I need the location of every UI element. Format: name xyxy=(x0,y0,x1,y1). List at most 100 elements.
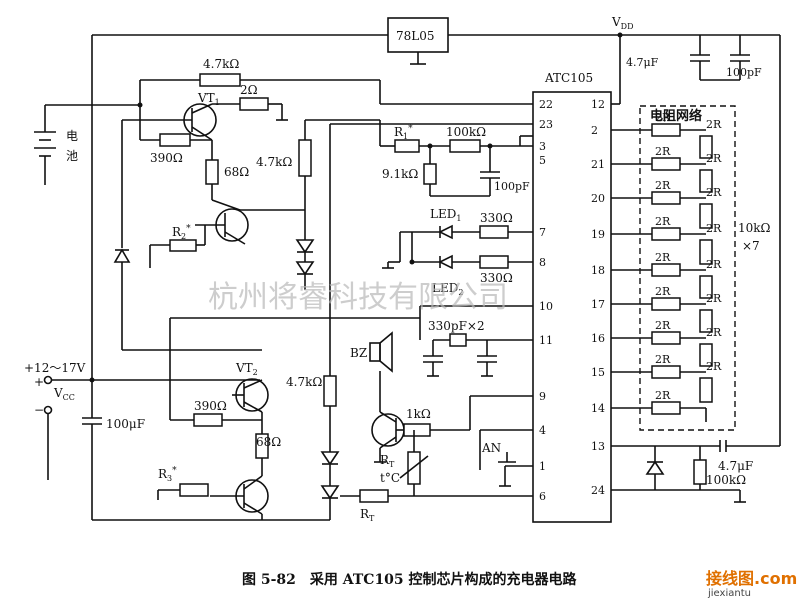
r-9-1k: 9.1kΩ xyxy=(382,167,418,181)
ladder-resistor xyxy=(699,169,713,193)
site-url: jiexiantu xyxy=(707,588,751,599)
vt1-label: VT1 xyxy=(197,91,220,107)
chip-pin-right: 13 xyxy=(591,440,605,453)
chip-pin-left: 8 xyxy=(539,256,546,269)
ladder-label: 2R xyxy=(706,186,722,199)
r1-label: R1* xyxy=(394,124,413,141)
r3-label: R3* xyxy=(158,466,177,483)
r-100k: 100kΩ xyxy=(446,125,486,139)
ladder-label: 2R xyxy=(655,389,671,402)
r-330-a: 330Ω xyxy=(480,211,513,225)
cap-330pf: 330pF×2 xyxy=(428,319,485,333)
ladder-label: 2R xyxy=(706,152,722,165)
chip-pin-right: 20 xyxy=(591,192,605,205)
ladder-label: 2R xyxy=(655,319,671,332)
ladder-resistor xyxy=(699,203,713,229)
chip-pin-left: 3 xyxy=(539,140,546,153)
site-logo: 接线图.com xyxy=(706,569,797,588)
r-100k-bot: 100kΩ xyxy=(706,473,746,487)
chip-pin-right: 19 xyxy=(591,228,605,241)
ladder-resistor xyxy=(699,239,713,265)
battery-label-1: 电 xyxy=(66,129,78,143)
battery-label-2: 池 xyxy=(66,149,78,163)
diode-icon xyxy=(645,460,665,475)
bz-label: BZ xyxy=(350,346,367,360)
cap-100uf: 100μF xyxy=(106,417,145,431)
chip-pin-left: 22 xyxy=(539,98,553,111)
figure-caption: 图 5-82 采用 ATC105 控制芯片构成的充电器电路 xyxy=(242,571,578,588)
cap-4-7uf-bot: 4.7μF xyxy=(718,459,753,473)
r-2ohm: 2Ω xyxy=(240,83,258,97)
chip-pin-left: 6 xyxy=(539,490,546,503)
ladder-resistor xyxy=(651,227,681,241)
ladder-label: 2R xyxy=(706,292,722,305)
vt2-label: VT2 xyxy=(235,361,258,377)
watermark: 杭州将睿科技有限公司 xyxy=(208,280,508,315)
ladder-label: 2R xyxy=(655,215,671,228)
chip-pin-left: 1 xyxy=(539,460,546,473)
ladder-label: 2R xyxy=(706,258,722,271)
atc105-chip xyxy=(532,91,612,523)
cap-100pf-top: 100pF xyxy=(726,66,762,79)
buzzer-icon xyxy=(369,342,381,362)
cap-100pf-a: 100pF xyxy=(494,180,530,193)
cap-4-7uf-top: 4.7μF xyxy=(626,56,659,69)
chip-pin-right: 2 xyxy=(591,124,598,137)
vcc-label: VCC xyxy=(53,386,75,402)
chip-pin-right: 24 xyxy=(591,484,605,497)
ladder-label: 2R xyxy=(706,360,722,373)
vcc-range: +12～17V xyxy=(24,361,86,375)
ladder-resistor xyxy=(651,401,681,415)
an-label: AN xyxy=(481,441,501,455)
chip-pin-left: 7 xyxy=(539,226,546,239)
chip-pin-right: 14 xyxy=(591,402,605,415)
chip-pin-left: 4 xyxy=(539,424,546,437)
r-390-b: 390Ω xyxy=(194,399,227,413)
chip-pin-right: 17 xyxy=(591,298,605,311)
ladder-resistor xyxy=(651,191,681,205)
r-4-7k-top: 4.7kΩ xyxy=(203,57,239,71)
crystal-icon xyxy=(449,333,467,347)
led1-icon xyxy=(438,224,453,240)
led2-label: LED2 xyxy=(432,281,463,297)
ladder-resistor xyxy=(699,343,713,367)
r-4-7k-low: 4.7kΩ xyxy=(286,375,322,389)
chip-pin-right: 15 xyxy=(591,366,605,379)
ladder-resistor xyxy=(651,123,681,137)
vcc-minus: − xyxy=(34,403,44,417)
ladder-label: 2R xyxy=(706,222,722,235)
chip-pin-left: 10 xyxy=(539,300,553,313)
rt-label: RT xyxy=(380,453,395,469)
ladder-resistor xyxy=(651,365,681,379)
r-68-b: 68Ω xyxy=(256,435,281,449)
chip-pin-right: 16 xyxy=(591,332,605,345)
ladder-label: 2R xyxy=(706,118,722,131)
chip-pin-left: 5 xyxy=(539,154,546,167)
network-title: 电阻网络 xyxy=(650,108,702,124)
network-note-1: 10kΩ xyxy=(738,221,771,235)
diode-icon xyxy=(295,261,315,276)
chip-pin-left: 11 xyxy=(539,334,553,347)
chip-pin-left: 23 xyxy=(539,118,553,131)
rt2-label: RT xyxy=(360,507,375,523)
ladder-label: 2R xyxy=(655,285,671,298)
led1-label: LED1 xyxy=(430,207,461,223)
ladder-resistor xyxy=(699,135,713,159)
r-1k: 1kΩ xyxy=(406,407,431,421)
vcc-terminal xyxy=(43,375,53,385)
ladder-resistor xyxy=(699,309,713,333)
ladder-label: 2R xyxy=(655,353,671,366)
regulator-label: 78L05 xyxy=(396,29,435,43)
diode-icon xyxy=(320,485,340,500)
chip-pin-right: 12 xyxy=(591,98,605,111)
diode-icon xyxy=(320,451,340,466)
r-4-7k-mid: 4.7kΩ xyxy=(256,155,292,169)
vcc-plus: + xyxy=(34,375,44,389)
chip-pin-right: 21 xyxy=(591,158,605,171)
vdd-label: VDD xyxy=(611,15,634,31)
led2-icon xyxy=(438,254,453,270)
